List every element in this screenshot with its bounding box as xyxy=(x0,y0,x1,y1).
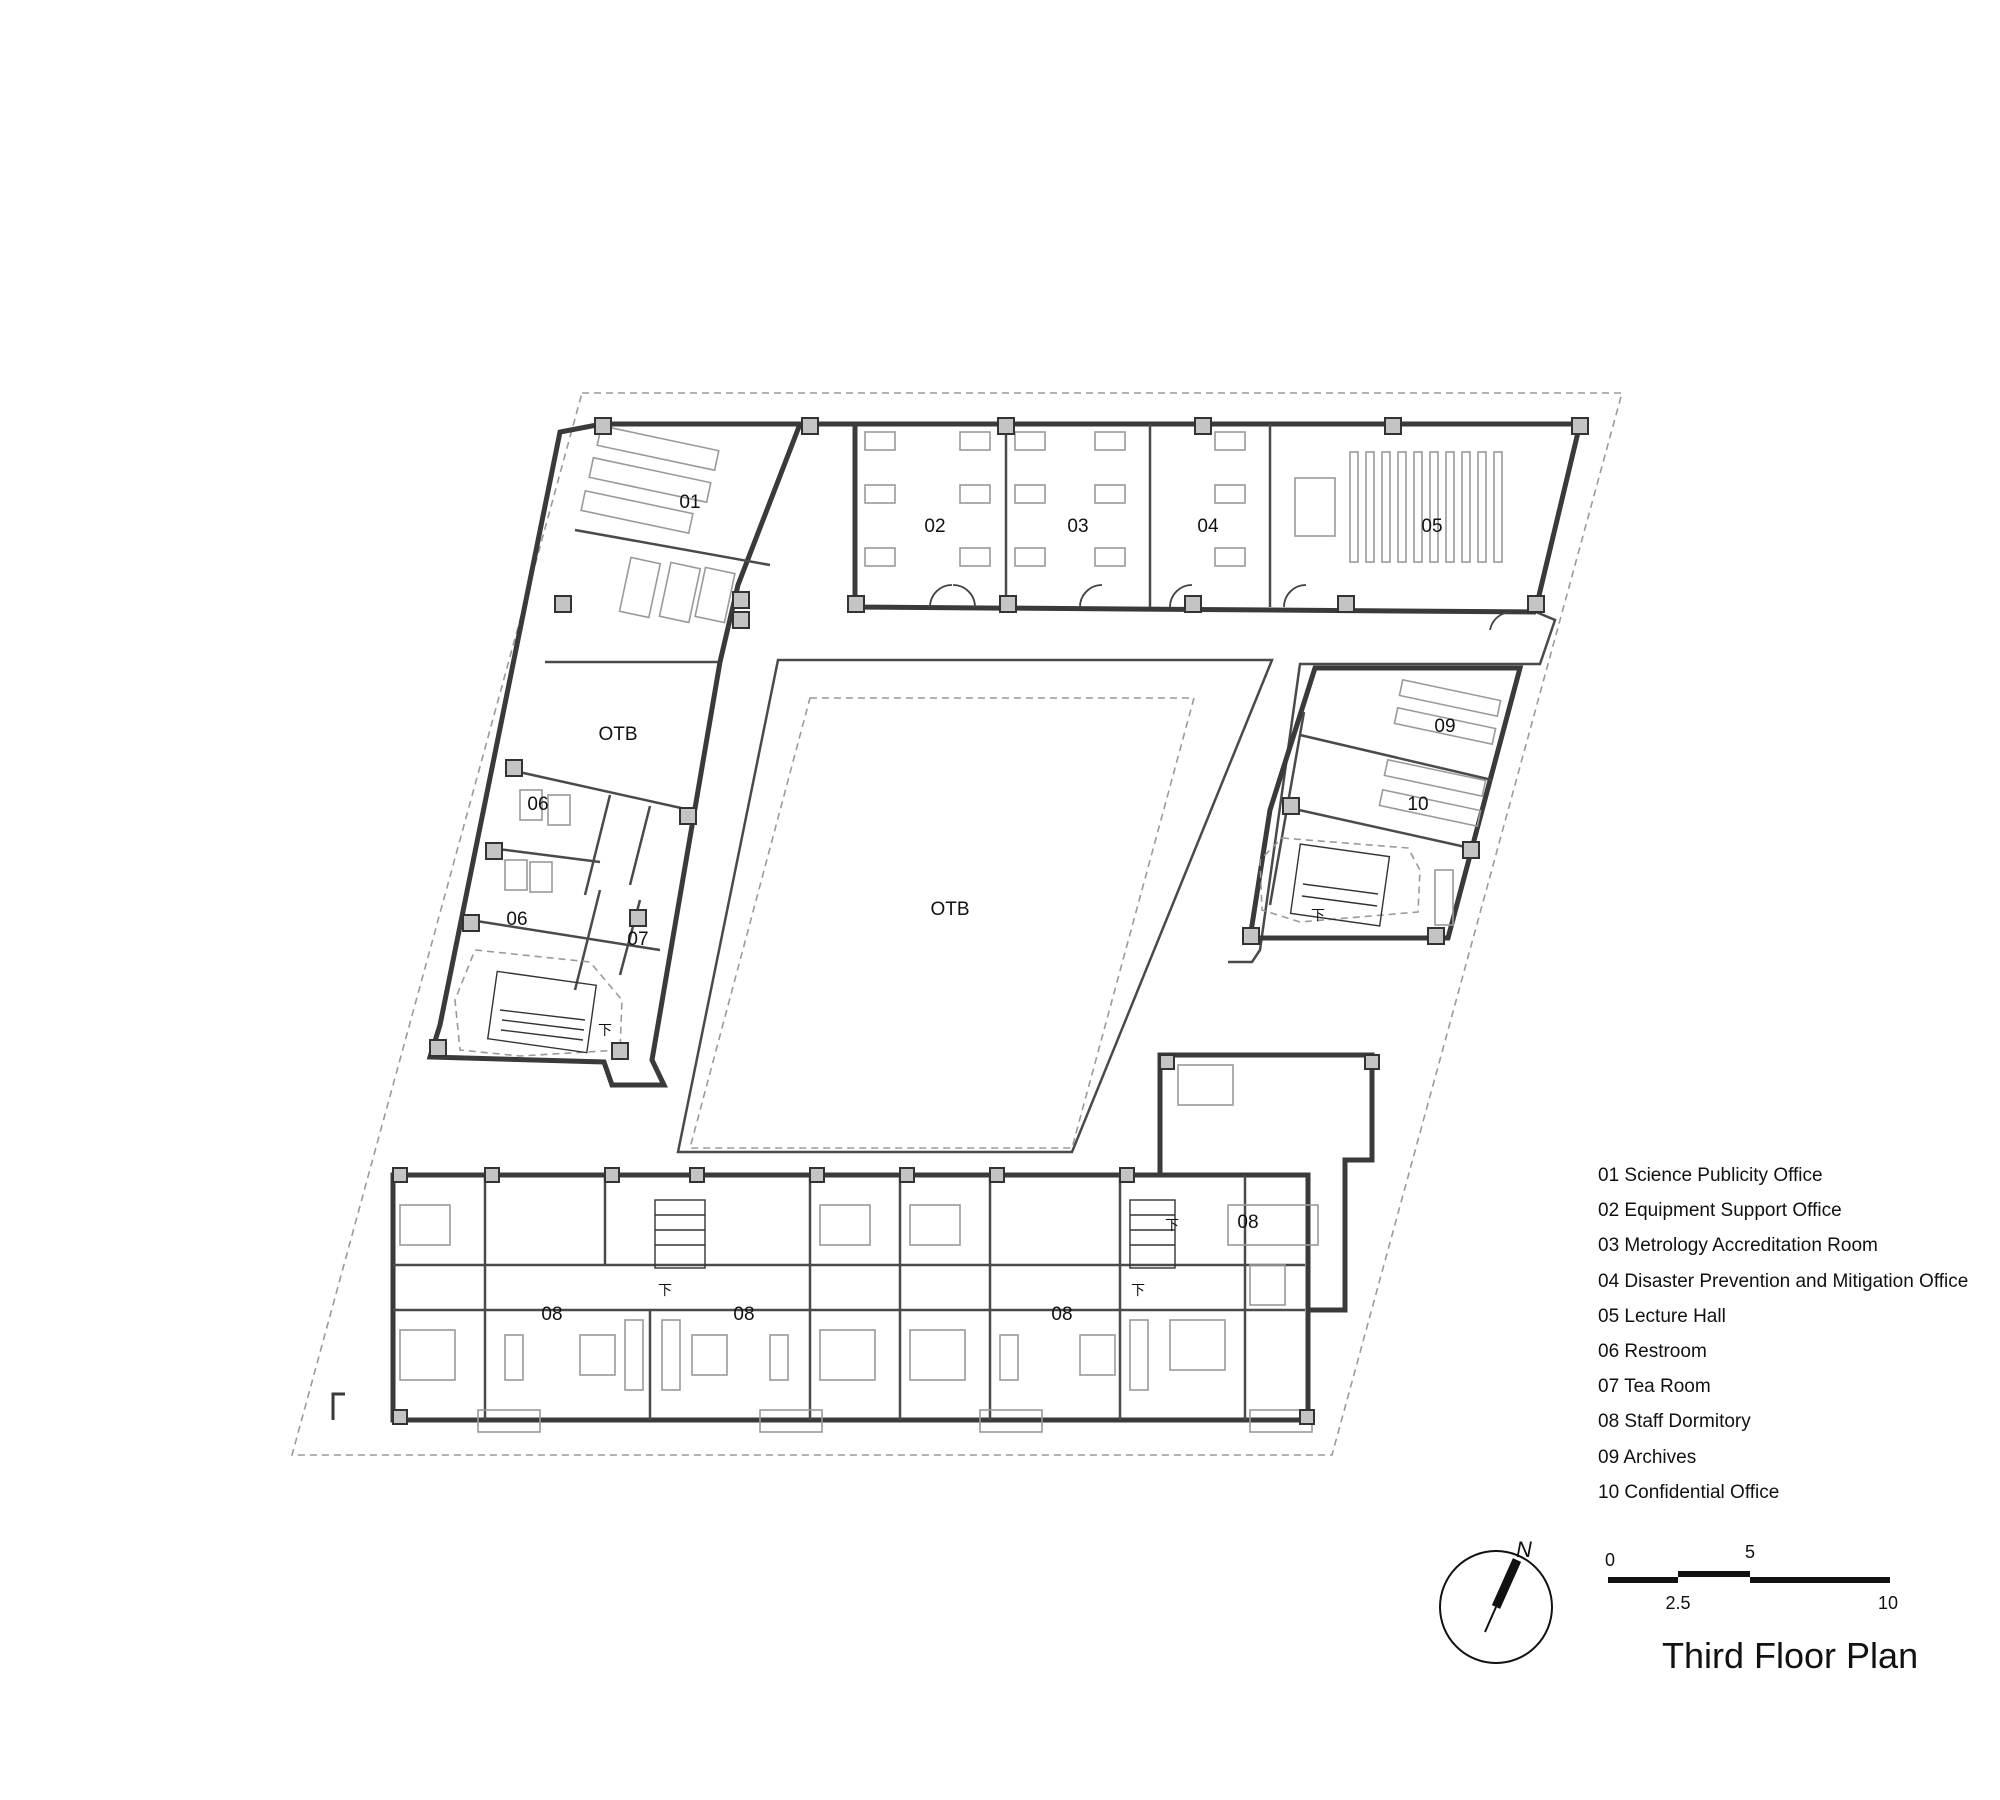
room-label-otb-top: OTB xyxy=(598,724,637,745)
room-label-01: 01 xyxy=(679,492,700,513)
stair-down-3: 下 xyxy=(658,1282,672,1298)
legend-item: 03 Metrology Accreditation Room xyxy=(1598,1235,1878,1257)
north-label: N xyxy=(1516,1537,1532,1562)
room-label-05: 05 xyxy=(1421,516,1442,537)
legend-item: 06 Restroom xyxy=(1598,1341,1707,1363)
room-label-otb-center: OTB xyxy=(930,899,969,920)
scale-tick-2-5: 2.5 xyxy=(1665,1593,1690,1613)
site-boundary xyxy=(290,392,1624,1456)
room-label-02: 02 xyxy=(924,516,945,537)
legend-item: 05 Lecture Hall xyxy=(1598,1305,1726,1327)
room-label-08c: 08 xyxy=(1051,1304,1072,1325)
plan-title: Third Floor Plan xyxy=(1662,1635,1919,1676)
north-columns xyxy=(801,417,1589,613)
room-label-09: 09 xyxy=(1434,716,1455,737)
room-legend: 01 Science Publicity Office 02 Equipment… xyxy=(1598,1158,1968,1510)
room-label-03: 03 xyxy=(1067,516,1088,537)
room-labels: 01 02 03 04 05 OTB OTB 06 06 07 09 10 08… xyxy=(506,492,1455,1325)
room-label-04: 04 xyxy=(1197,516,1219,537)
room-label-08b: 08 xyxy=(733,1304,754,1325)
scale-tick-10: 10 xyxy=(1878,1593,1898,1613)
courtyard-outer xyxy=(676,658,1274,1154)
scale-tick-0: 0 xyxy=(1605,1550,1615,1570)
room-label-08d: 08 xyxy=(1237,1212,1258,1233)
legend-item: 09 Archives xyxy=(1598,1446,1697,1468)
west-columns xyxy=(429,417,750,1060)
east-columns xyxy=(1242,797,1480,945)
legend-item: 02 Equipment Support Office xyxy=(1598,1200,1842,1222)
stair-down-2: 下 xyxy=(1311,907,1325,923)
courtyard-inner xyxy=(688,697,1196,1149)
room-label-08a: 08 xyxy=(541,1304,562,1325)
legend-item: 10 Confidential Office xyxy=(1598,1481,1780,1503)
stair-down-5: 下 xyxy=(1165,1217,1179,1233)
room-label-10: 10 xyxy=(1407,794,1428,815)
legend-item: 07 Tea Room xyxy=(1598,1376,1711,1398)
scale-tick-5: 5 xyxy=(1745,1542,1755,1562)
north-arrow: N xyxy=(1439,1537,1553,1664)
legend-item: 08 Staff Dormitory xyxy=(1598,1411,1751,1433)
scale-bar: 0 2.5 5 10 xyxy=(1605,1542,1898,1613)
west-wing xyxy=(426,421,804,1088)
room-label-06a: 06 xyxy=(527,794,548,815)
south-columns xyxy=(392,1054,1380,1425)
room-label-06b: 06 xyxy=(506,909,527,930)
legend-item: 01 Science Publicity Office xyxy=(1598,1165,1823,1186)
legend-item: 04 Disaster Prevention and Mitigation Of… xyxy=(1598,1270,1969,1292)
south-wing xyxy=(331,1052,1375,1433)
stair-down-1: 下 xyxy=(598,1022,612,1038)
room-label-07: 07 xyxy=(627,929,648,950)
stair-down-4: 下 xyxy=(1131,1282,1145,1298)
